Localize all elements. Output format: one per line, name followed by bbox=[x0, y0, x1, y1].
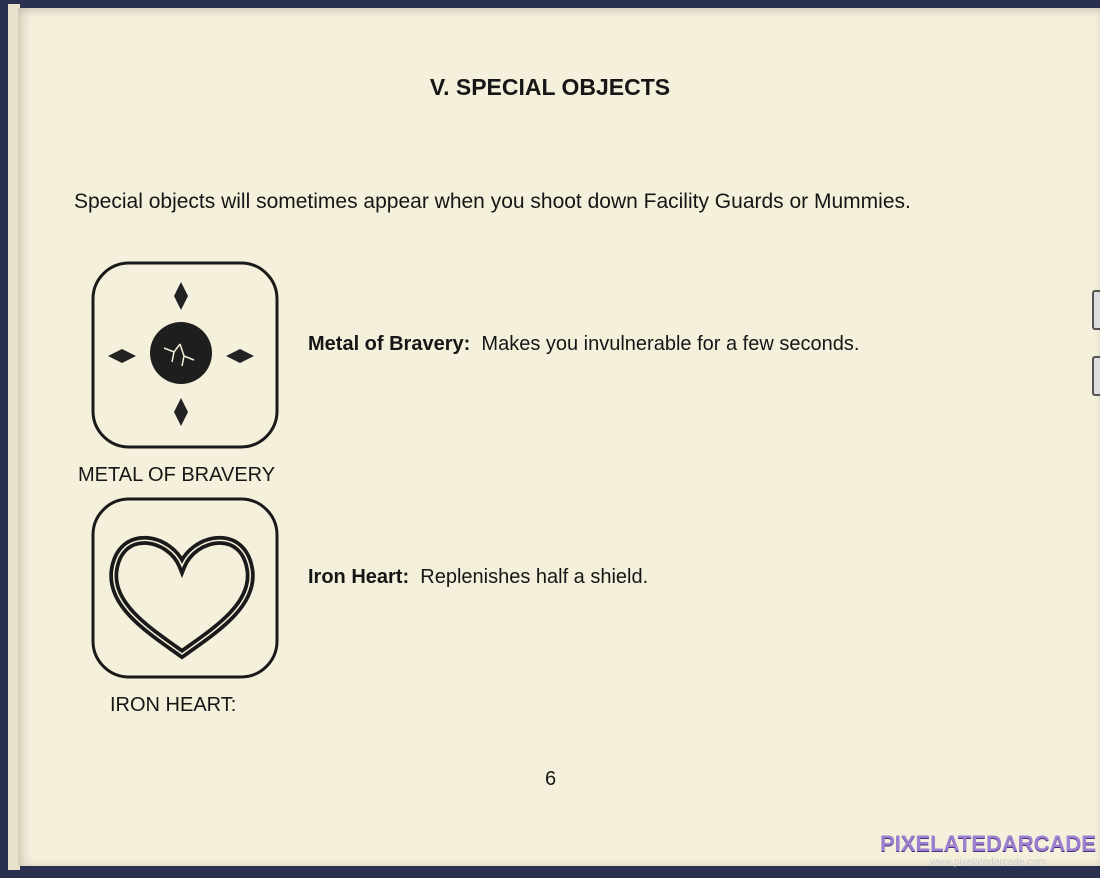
page-edge bbox=[8, 4, 20, 870]
watermark: PIXELATEDARCADE www.pixelatedarcade.com bbox=[880, 831, 1096, 868]
page-title: V. SPECIAL OBJECTS bbox=[429, 74, 671, 100]
heart-caption: IRON HEART: bbox=[110, 694, 237, 716]
medal-effect: Makes you invulnerable for a few seconds… bbox=[481, 333, 860, 355]
watermark-brand: PIXELATEDARCADE bbox=[880, 831, 1096, 856]
heart-name: Iron Heart: bbox=[308, 566, 410, 588]
heart-icon bbox=[91, 497, 279, 679]
page-number: 6 bbox=[545, 768, 557, 790]
manual-page bbox=[18, 8, 1100, 866]
intro-text: Special objects will sometimes appear wh… bbox=[74, 190, 911, 213]
binding-ring bbox=[1092, 356, 1100, 396]
medal-caption: METAL OF BRAVERY bbox=[78, 464, 276, 486]
medal-description: Metal of Bravery: Makes you invulnerable… bbox=[308, 333, 859, 356]
watermark-url: www.pixelatedarcade.com bbox=[929, 857, 1047, 868]
heart-description: Iron Heart: Replenishes half a shield. bbox=[308, 566, 648, 589]
heart-effect: Replenishes half a shield. bbox=[420, 566, 649, 588]
medal-name: Metal of Bravery: bbox=[308, 333, 471, 355]
medal-icon bbox=[91, 261, 279, 449]
binding-ring bbox=[1092, 290, 1100, 330]
